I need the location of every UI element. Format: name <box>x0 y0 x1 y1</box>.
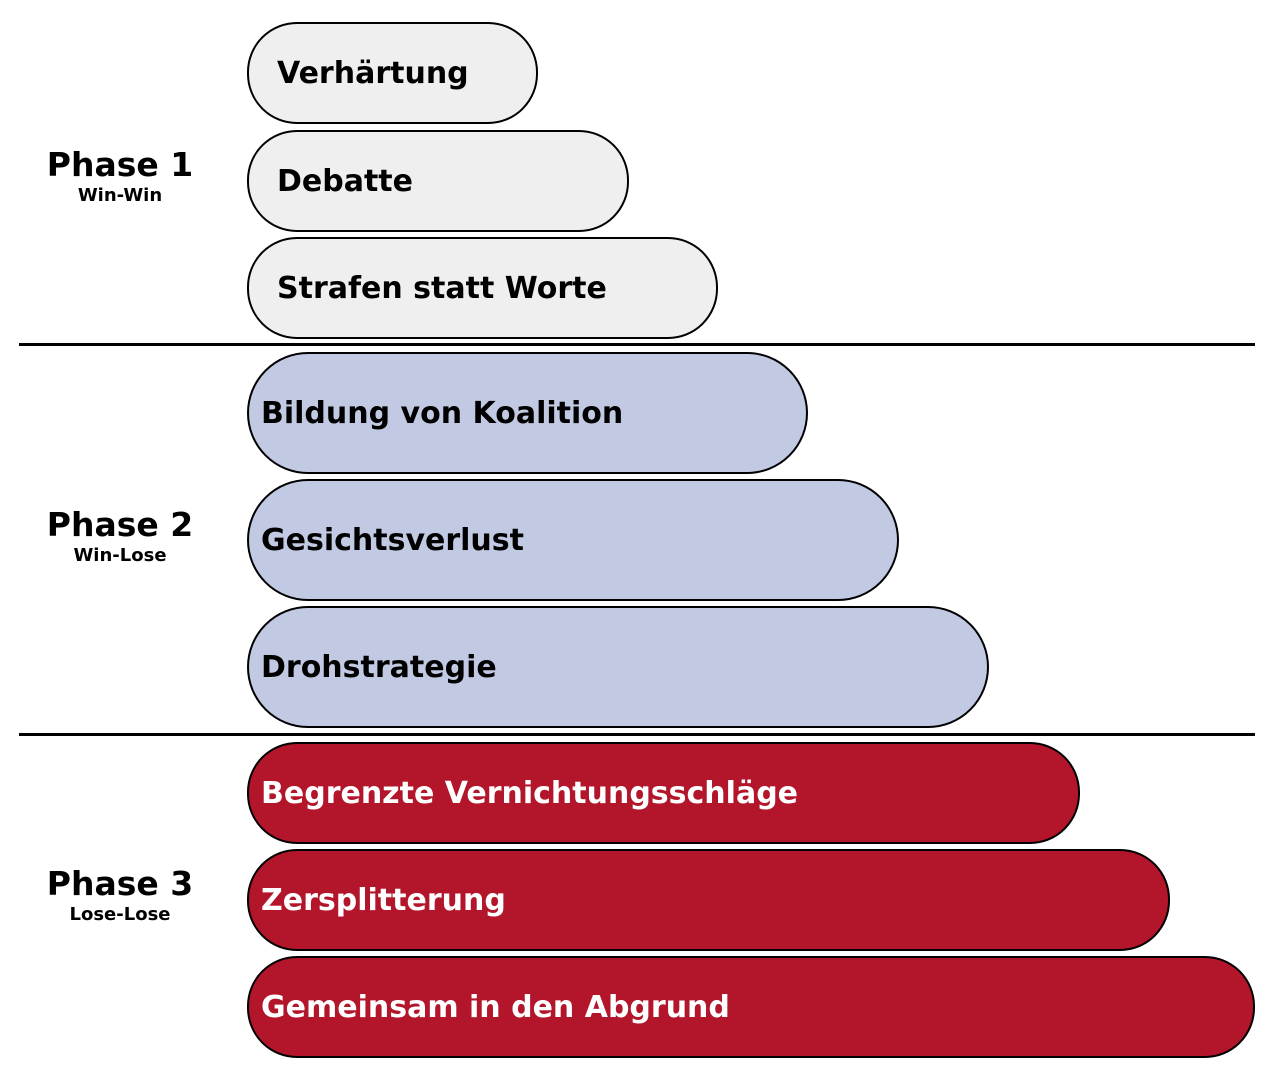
stage-4: Bildung von Koalition <box>247 352 808 474</box>
stage-9: Gemeinsam in den Abgrund <box>247 956 1255 1058</box>
stage-2: Debatte <box>247 130 629 232</box>
stage-1-label: Verhärtung <box>277 55 469 91</box>
stage-7: Begrenzte Vernichtungsschläge <box>247 742 1080 844</box>
phase-divider-2 <box>19 733 1255 736</box>
phase-3-title: Phase 3 <box>46 864 194 903</box>
stage-8-label: Zersplitterung <box>261 882 506 918</box>
phase-1-subtitle: Win-Win <box>77 185 163 206</box>
stage-3: Strafen statt Worte <box>247 237 718 339</box>
phase-2-subtitle: Win-Lose <box>73 545 167 566</box>
phase-divider-1 <box>19 343 1255 346</box>
phase-2-label: Phase 2 Win-Lose <box>20 506 220 568</box>
stage-1: Verhärtung <box>247 22 538 124</box>
stage-2-label: Debatte <box>277 163 413 199</box>
stage-8: Zersplitterung <box>247 849 1170 951</box>
stage-5: Gesichtsverlust <box>247 479 899 601</box>
phase-2-title: Phase 2 <box>46 505 194 544</box>
stage-7-label: Begrenzte Vernichtungsschläge <box>261 775 799 811</box>
phase-3-subtitle: Lose-Lose <box>69 904 171 925</box>
stage-5-label: Gesichtsverlust <box>261 522 524 558</box>
stage-6-label: Drohstrategie <box>261 649 497 685</box>
phase-1-label: Phase 1 Win-Win <box>20 146 220 208</box>
stage-9-label: Gemeinsam in den Abgrund <box>261 989 730 1025</box>
stage-3-label: Strafen statt Worte <box>277 270 607 306</box>
stage-4-label: Bildung von Koalition <box>261 395 624 431</box>
stage-6: Drohstrategie <box>247 606 989 728</box>
phase-3-label: Phase 3 Lose-Lose <box>20 865 220 927</box>
phase-1-title: Phase 1 <box>46 145 194 184</box>
